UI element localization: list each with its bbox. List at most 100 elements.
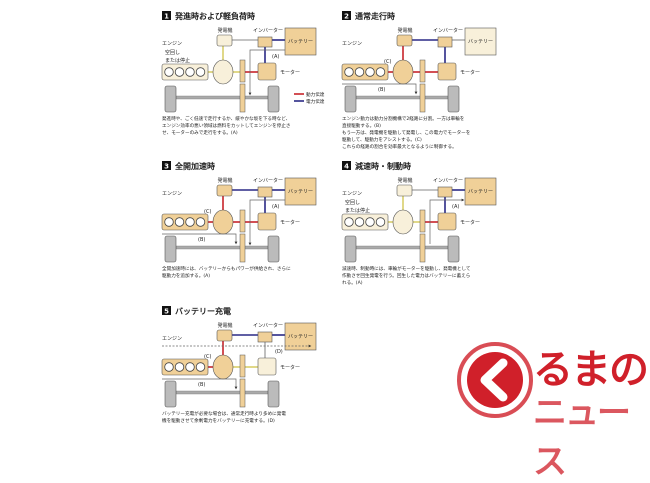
- engine-cylinder-icon: [375, 67, 386, 77]
- generator-box: [396, 184, 413, 197]
- engine-cylinder-icon: [195, 217, 206, 227]
- motor-label: モーター: [460, 219, 480, 226]
- axle: [355, 245, 449, 250]
- step-number: 5: [164, 308, 169, 316]
- generator-label: 発電機: [217, 322, 232, 329]
- power-split-device: [392, 209, 414, 235]
- engine-cylinder-icon: [185, 217, 195, 227]
- logo-text-main: るまの: [533, 347, 649, 393]
- drive-shaft-gear: [419, 83, 426, 113]
- generator-label: 発電機: [397, 27, 412, 34]
- description-line: れる。(A): [342, 281, 363, 286]
- flow-arrow-label: (D): [275, 349, 283, 355]
- engine-stop-label: または停止: [165, 57, 190, 64]
- reduction-gear: [239, 209, 246, 233]
- engine-block: [341, 63, 389, 81]
- flow-arrow-label: (B): [198, 237, 205, 243]
- description-line: 機を駆動させて余剰電力をバッテリーに充電する。(D): [162, 419, 275, 424]
- reduction-gear: [419, 59, 426, 83]
- panel-description: バッテリー充電が必要な場合は、通常走行時より多めに発電機を駆動させて余剰電力をバ…: [162, 411, 330, 425]
- battery-label: バッテリー: [468, 189, 493, 195]
- panel-title: 全開加速時: [174, 161, 215, 171]
- battery-box: [284, 27, 317, 56]
- flow-arrow: [429, 198, 465, 244]
- engine-block: [161, 358, 209, 376]
- axle: [175, 390, 269, 395]
- step-number: 2: [344, 13, 349, 21]
- inverter-label: インバーター: [253, 27, 283, 34]
- legend-electric-label: 電力伝達: [306, 98, 325, 105]
- step-number: 4: [344, 163, 349, 171]
- inverter-label: インバーター: [253, 322, 283, 329]
- motor-box: [437, 62, 457, 81]
- panel-title: 発進時および軽負荷時: [174, 11, 255, 21]
- flow-arrow-label: (C): [204, 209, 211, 215]
- generator-label: 発電機: [217, 27, 232, 34]
- battery-label: バッテリー: [288, 189, 313, 195]
- engine-cylinder-icon: [365, 67, 375, 77]
- description-line: 直接駆動する。(B): [342, 124, 381, 129]
- step-number-badge: [162, 306, 171, 315]
- engine-label: エンジン: [162, 191, 182, 197]
- flow-arrow-label: (A): [272, 204, 279, 210]
- power-split-device: [212, 354, 234, 380]
- axle: [175, 245, 269, 250]
- engine-cylinder-icon: [365, 217, 375, 227]
- panel-title: 減速時・制動時: [355, 161, 411, 171]
- engine-cylinder-icon: [174, 67, 185, 77]
- axle: [355, 95, 449, 100]
- battery-label: バッテリー: [288, 334, 313, 340]
- flow-arrow-label: (C): [204, 354, 211, 360]
- description-line: エンジン動力は動力分割機構で2経路に分割。一方は車輪を: [342, 117, 465, 122]
- engine-label: エンジン: [162, 41, 182, 47]
- generator-label: 発電機: [217, 177, 232, 184]
- power-split-device: [212, 59, 234, 85]
- wheel-left: [164, 85, 177, 113]
- engine-cylinder-icon: [375, 217, 386, 227]
- step-number-badge: [162, 11, 171, 20]
- description-line: 駆動力を追加する。(A): [162, 274, 211, 279]
- description-line: エンジン効率の悪い領域は燃料をカットしてエンジンを停止さ: [162, 124, 291, 129]
- wheel-right: [447, 85, 460, 113]
- description-line: 減速時、制動時には、車輪がモーターを駆動し、発電機として: [342, 267, 471, 272]
- battery-label: バッテリー: [288, 39, 313, 45]
- wheel-right: [267, 235, 280, 263]
- step-number-badge: [342, 161, 351, 170]
- flow-arrow-label: (A): [272, 54, 279, 60]
- power-split-device: [212, 209, 234, 235]
- motor-box: [257, 212, 277, 231]
- inverter-label: インバーター: [433, 27, 463, 34]
- generator-label: 発電機: [397, 177, 412, 184]
- engine-label: エンジン: [342, 191, 362, 197]
- axle: [175, 95, 269, 100]
- motor-box: [437, 212, 457, 231]
- inverter-box: [257, 186, 273, 198]
- drive-shaft-gear: [239, 233, 246, 263]
- engine-block: [341, 213, 389, 231]
- inverter-box: [437, 36, 453, 48]
- generator-box: [216, 34, 233, 47]
- battery-box: [464, 177, 497, 206]
- step-number-badge: [162, 161, 171, 170]
- flow-arrow: [248, 199, 285, 246]
- inverter-label: インバーター: [433, 177, 463, 184]
- panel-description: エンジン動力は動力分割機構で2経路に分割。一方は車輪を直接駆動する。(B)もう一…: [342, 116, 510, 151]
- wheel-right: [267, 380, 280, 408]
- engine-cylinder-icon: [164, 362, 174, 372]
- inverter-box: [257, 36, 273, 48]
- drive-shaft-gear: [239, 378, 246, 408]
- logo-mark-icon: [457, 342, 533, 418]
- description-line: 作動させ回生発電を行う。回生した電力はバッテリーに蓄えら: [342, 274, 471, 279]
- legend-power-label: 動力伝達: [306, 91, 325, 98]
- panel-description: 発進時や、ごく低速で走行するか、緩やかな坂を下る時など、エンジン効率の悪い領域は…: [162, 116, 330, 137]
- inverter-box: [257, 331, 273, 343]
- battery-label: バッテリー: [468, 39, 493, 45]
- engine-cylinder-icon: [354, 217, 365, 227]
- generator-box: [396, 34, 413, 47]
- description-line: 発進時や、ごく低速で走行するか、緩やかな坂を下る時など、: [162, 117, 291, 122]
